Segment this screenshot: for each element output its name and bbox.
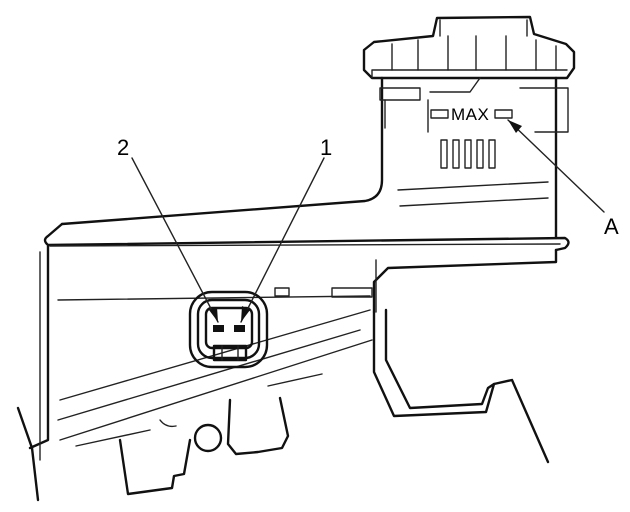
leader-line-1 xyxy=(240,157,325,323)
terminal-1 xyxy=(234,325,245,332)
reservoir-neck xyxy=(60,76,569,240)
callout-label-1: 1 xyxy=(320,135,333,160)
level-window xyxy=(440,139,496,169)
reservoir-seam xyxy=(43,222,570,252)
callout-label-2: 2 xyxy=(117,135,130,160)
arrowhead-1 xyxy=(241,306,250,322)
max-level-label: MAX xyxy=(451,105,490,124)
reservoir-body xyxy=(28,244,558,461)
max-level-mark xyxy=(430,109,513,119)
reservoir-cap xyxy=(362,15,576,80)
arrowhead-2 xyxy=(209,307,218,322)
arrowhead-a xyxy=(508,120,522,133)
leader-line-a xyxy=(507,119,605,213)
callout-label-a: A xyxy=(604,214,619,239)
level-sensor-connector xyxy=(188,290,269,369)
mounting-tabs xyxy=(16,308,550,502)
terminal-2 xyxy=(213,325,224,332)
leader-line-2 xyxy=(131,157,219,323)
